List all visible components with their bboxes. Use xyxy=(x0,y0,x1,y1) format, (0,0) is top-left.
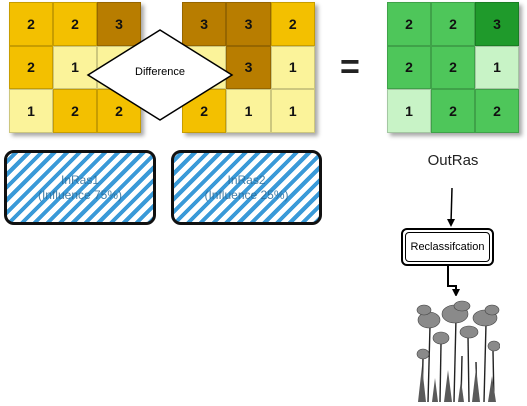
inras1-cell: 2 xyxy=(53,2,97,46)
inras1-influence: (Influence 75%) xyxy=(37,187,123,202)
outras-cell: 3 xyxy=(475,2,519,46)
outras-label: OutRas xyxy=(427,152,479,169)
inras1-cell: 1 xyxy=(53,45,97,90)
inras1-cell: 1 xyxy=(9,89,53,133)
inras2-name: InRas2 xyxy=(227,172,266,187)
inras2-cell: 3 xyxy=(226,45,271,90)
inras2-cell: 3 xyxy=(226,2,271,46)
inras1-cell: 3 xyxy=(97,2,141,46)
outras-cell: 2 xyxy=(431,2,475,46)
inras2-influence: (Influence 25%) xyxy=(204,187,289,202)
equals-sign: = xyxy=(340,48,360,86)
inras2-cell: 1 xyxy=(270,45,315,90)
inras2-label-box: InRas2 (Influence 25%) xyxy=(171,150,322,225)
inras1-cell: 2 xyxy=(53,89,97,133)
inras1-name: InRas1 xyxy=(60,172,100,187)
outras-cell: 2 xyxy=(475,89,519,133)
difference-operator-diamond xyxy=(86,29,234,121)
outras-cell: 1 xyxy=(475,45,519,90)
outras-cell: 2 xyxy=(431,89,475,133)
difference-label: Difference xyxy=(135,66,185,78)
inras2-cell: 3 xyxy=(182,2,227,46)
reclassification-label: Reclassifcation xyxy=(405,232,490,262)
outras-cell: 1 xyxy=(387,89,431,133)
inras1-cell: 2 xyxy=(9,45,53,90)
forest-trees-icon xyxy=(414,296,500,402)
inras2-cell: 2 xyxy=(270,2,315,46)
outras-cell: 2 xyxy=(431,45,475,90)
inras2-cell: 1 xyxy=(270,89,315,133)
inras2-cell: 1 xyxy=(226,89,271,133)
outras-cell: 2 xyxy=(387,2,431,46)
outras-cell: 2 xyxy=(387,45,431,90)
inras1-label-box: InRas1 (Influence 75%) xyxy=(4,150,156,225)
inras1-cell: 2 xyxy=(9,2,53,46)
reclassification-box: Reclassifcation xyxy=(401,228,494,266)
